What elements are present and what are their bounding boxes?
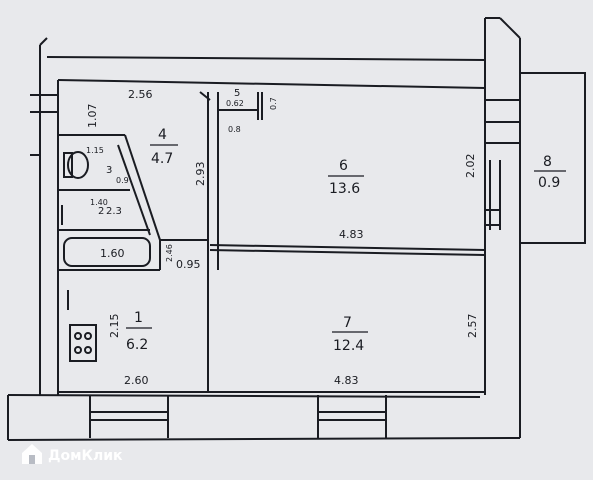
room-area: 12.4 xyxy=(333,338,364,354)
dimension-labels: 2.60 4.83 4.83 2.15 2.57 2.02 2.56 1.07 … xyxy=(86,88,479,387)
dimension-label: 2.15 xyxy=(108,314,121,339)
room-number: 6 xyxy=(339,158,348,174)
outer-wall-bottom xyxy=(7,394,481,398)
room-number: 3 xyxy=(106,165,112,176)
walls xyxy=(7,17,586,441)
room-number: 2 xyxy=(98,206,104,217)
dimension-label: 4.83 xyxy=(334,374,359,387)
stove-burner xyxy=(84,346,92,354)
room-area: 4.7 xyxy=(151,151,173,167)
partition-6-7 xyxy=(209,244,486,251)
stove-burner xyxy=(74,332,82,340)
wall-cap-slope xyxy=(499,17,521,39)
bath-diagonal xyxy=(124,134,161,241)
dimension-label: 1.07 xyxy=(86,104,99,129)
outer-wall-bottom-lower xyxy=(7,437,521,441)
dimension-label: 2.93 xyxy=(194,162,207,187)
bathtub xyxy=(63,237,151,267)
balcony-outline xyxy=(519,72,586,244)
room-area: 2.3 xyxy=(106,206,122,217)
watermark: ДомКлик xyxy=(22,444,123,464)
room-area: 0.62 xyxy=(226,99,244,108)
wall-tick xyxy=(199,91,211,101)
watermark-brand: ДомКлик xyxy=(48,448,123,464)
dimension-label: 0.7 xyxy=(269,97,278,110)
dimension-label: 2.57 xyxy=(466,314,479,339)
dimension-label: 1.40 xyxy=(90,198,108,207)
stove xyxy=(69,324,97,362)
dimension-label: 0.8 xyxy=(228,125,241,134)
dimension-label: 1.15 xyxy=(86,146,104,155)
wall-corner-tick xyxy=(39,37,48,46)
dimension-label: 0.95 xyxy=(176,258,201,271)
dimension-label: 2.02 xyxy=(464,154,477,179)
room-number: 7 xyxy=(343,315,352,331)
dimension-label: 2.60 xyxy=(124,374,149,387)
partition-6-7-inner xyxy=(209,249,486,256)
dimension-label: 1.60 xyxy=(100,247,125,260)
house-logo xyxy=(22,444,42,464)
bath-diagonal-inner xyxy=(117,144,151,236)
room-number: 1 xyxy=(134,310,143,326)
stove-burner xyxy=(74,346,82,354)
room-number: 8 xyxy=(543,154,552,170)
dimension-label: 4.83 xyxy=(339,228,364,241)
room-labels: 1 6.2 4 4.7 6 13.6 7 12.4 8 0.9 xyxy=(126,127,566,354)
room-area: 6.2 xyxy=(126,337,148,353)
room-area: 13.6 xyxy=(329,181,360,197)
dimension-label: 2.46 xyxy=(165,244,174,262)
room-number: 5 xyxy=(234,88,240,99)
room-area: 0.9 xyxy=(538,175,560,191)
small-room-labels: 3 0.9 2 2.3 5 0.62 xyxy=(98,88,244,217)
outer-wall-top xyxy=(46,56,486,61)
toilet-tank xyxy=(63,152,73,178)
dimension-label: 2.56 xyxy=(128,88,153,101)
room-number: 4 xyxy=(158,127,167,143)
toilet xyxy=(67,151,89,179)
stove-burner xyxy=(84,332,92,340)
room-area: 0.9 xyxy=(116,176,129,185)
inner-wall-top xyxy=(57,79,486,89)
